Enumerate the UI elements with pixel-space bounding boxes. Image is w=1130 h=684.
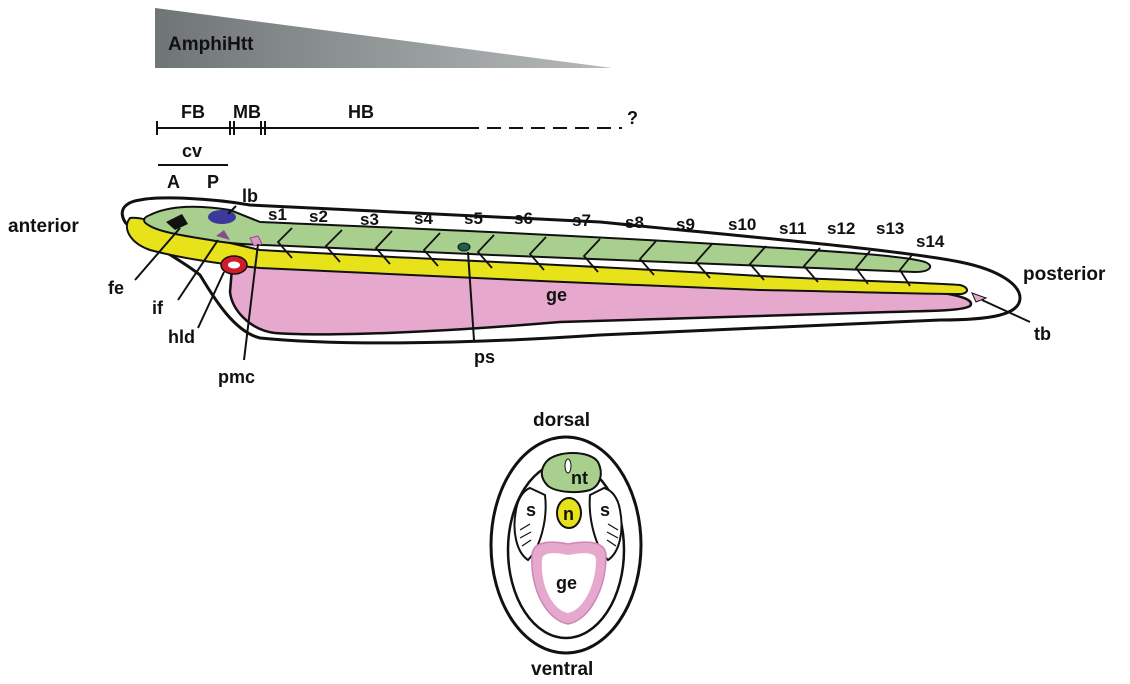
gradient-label: AmphiHtt	[168, 34, 254, 55]
somite-label: s13	[876, 219, 904, 238]
posterior-label: posterior	[1023, 264, 1106, 285]
cv-label: cv	[182, 141, 202, 161]
somite-label: s3	[360, 210, 379, 229]
region-fb-label: FB	[181, 102, 205, 122]
brain-region-ruler	[157, 121, 622, 135]
section-n-label: n	[563, 504, 574, 524]
somite-label: s7	[572, 211, 591, 230]
lb-label: lb	[242, 186, 258, 206]
dorsal-label: dorsal	[533, 410, 590, 431]
region-unknown-label: ?	[627, 108, 638, 128]
ventral-label: ventral	[531, 659, 593, 679]
section-nt-label: nt	[571, 468, 588, 488]
lamellar-body	[208, 210, 236, 224]
section-ge-label: ge	[556, 573, 577, 593]
somite-label: s14	[916, 232, 945, 251]
cv-anterior-label: A	[167, 172, 180, 192]
ge-label: ge	[546, 285, 567, 305]
somite-label: s10	[728, 215, 756, 234]
cross-section	[491, 437, 641, 653]
region-hb-label: HB	[348, 102, 374, 122]
tb-label: tb	[1034, 324, 1051, 344]
hld-label: hld	[168, 327, 195, 347]
pmc-label: pmc	[218, 367, 255, 387]
somite-label: s5	[464, 209, 483, 228]
section-left-s-label: s	[526, 500, 536, 520]
ps-label: ps	[474, 347, 495, 367]
ps-dot	[458, 243, 470, 251]
somite-label: s1	[268, 205, 287, 224]
club-shaped-gland-lumen	[228, 262, 240, 269]
somite-label: s6	[514, 209, 533, 228]
region-mb-label: MB	[233, 102, 261, 122]
somite-label: s8	[625, 213, 644, 232]
somite-label: s2	[309, 207, 328, 226]
anterior-label: anterior	[8, 216, 79, 237]
somite-label: s11	[779, 219, 806, 238]
fe-label: fe	[108, 278, 124, 298]
somite-label: s9	[676, 215, 695, 234]
somite-label: s4	[414, 209, 433, 228]
section-right-s-label: s	[600, 500, 610, 520]
somite-label: s12	[827, 219, 855, 238]
cv-posterior-label: P	[207, 172, 219, 192]
if-label: if	[152, 298, 164, 318]
